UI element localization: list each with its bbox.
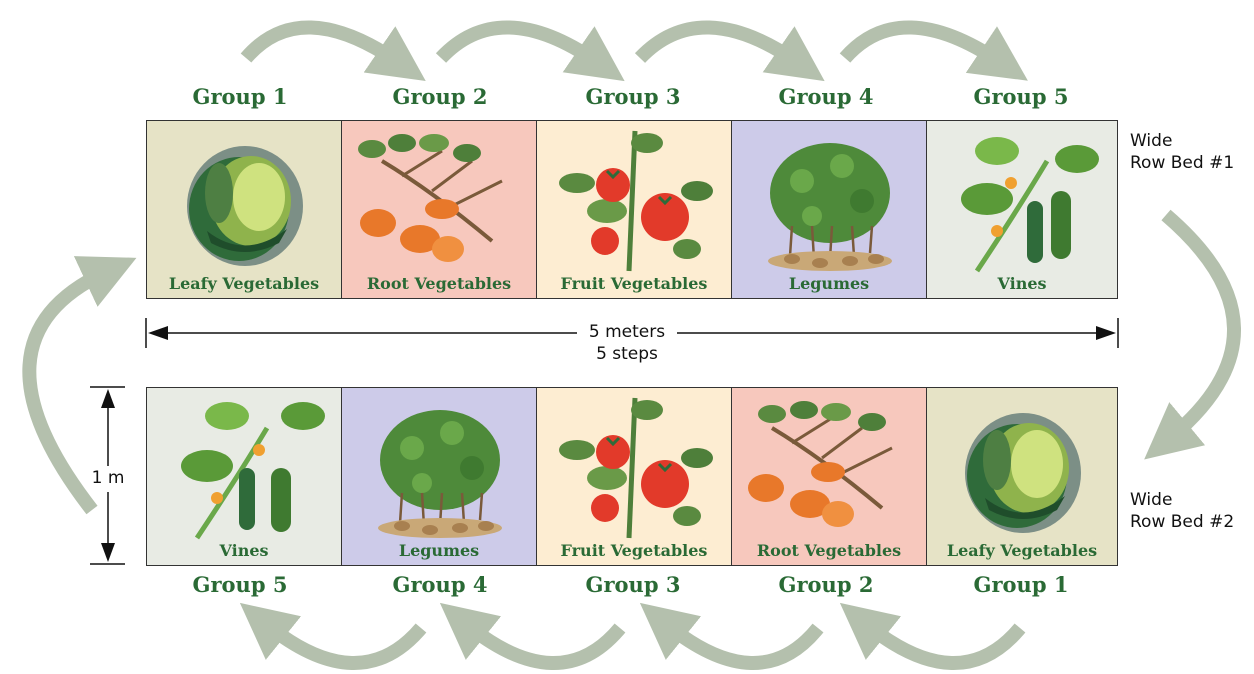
tomato-plant-icon [559, 397, 713, 539]
bed2-cell-fruit: Fruit Vegetables [536, 387, 732, 566]
bottom-rotation-arrow-3 [439, 602, 626, 670]
tomato-plant-icon [559, 130, 713, 272]
cabbage-icon [965, 413, 1081, 533]
bed1-title-line2: Row Bed #1 [1130, 153, 1235, 173]
bed2-cell-label-5: Leafy Vegetables [946, 541, 1098, 560]
bed2-title-line1: Wide [1130, 490, 1173, 510]
bed1-cell-vines: Vines [926, 120, 1118, 299]
bed1-title-line1: Wide [1130, 131, 1173, 151]
bed1-cell-label-2: Root Vegetables [366, 274, 512, 293]
bed1-cell-legumes: Legumes [731, 120, 927, 299]
length-meters-label: 5 meters [588, 322, 666, 342]
peanut-plant-icon [378, 410, 502, 538]
bed2-cell-label-4: Root Vegetables [756, 541, 902, 560]
bed1-group-label-2: Group 2 [392, 84, 488, 109]
top-rotation-arrow-1 [240, 20, 426, 81]
peanut-plant-icon [768, 143, 892, 271]
bed2-title: Wide Row Bed #2 [1130, 489, 1234, 533]
bed2-group-label-5: Group 1 [973, 572, 1069, 597]
bed1-cell-label-5: Vines [997, 274, 1047, 293]
left-bed-transfer-arrow [22, 256, 137, 515]
bed2-group-label-4: Group 2 [778, 572, 874, 597]
length-steps-label: 5 steps [596, 344, 658, 364]
bed2-cell-legumes: Legumes [341, 387, 537, 566]
bed1-group-label-4: Group 4 [778, 84, 874, 109]
bed2-group-label-1: Group 5 [192, 572, 288, 597]
cabbage-icon [187, 146, 303, 266]
bed1-group-label-3: Group 3 [585, 84, 681, 109]
bed1-cell-leafy: Leafy Vegetables [146, 120, 342, 299]
length-label: 5 meters 5 steps [577, 321, 677, 365]
bottom-rotation-arrow-2 [639, 602, 824, 670]
bed2-title-line2: Row Bed #2 [1130, 512, 1235, 532]
sweet-potato-icon [358, 134, 503, 262]
bed2-cell-leafy: Leafy Vegetables [926, 387, 1118, 566]
bed2-cell-label-1: Vines [219, 541, 269, 560]
cucumber-vine-icon [961, 137, 1099, 273]
bed2-cell-label-2: Legumes [398, 541, 480, 560]
right-bed-transfer-arrow [1144, 209, 1241, 460]
bottom-rotation-arrow-1 [839, 602, 1026, 670]
bed1-cell-label-1: Leafy Vegetables [168, 274, 320, 293]
bed1-group-label-5: Group 5 [973, 84, 1069, 109]
bed2-cell-vines: Vines [146, 387, 342, 566]
bed1-cell-label-3: Fruit Vegetables [560, 274, 708, 293]
bottom-rotation-arrow-4 [239, 602, 427, 670]
bed1-cell-label-4: Legumes [788, 274, 870, 293]
bed1-group-label-1: Group 1 [192, 84, 288, 109]
bed2-cell-label-3: Fruit Vegetables [560, 541, 708, 560]
cucumber-vine-icon [181, 402, 325, 540]
bed2-group-label-3: Group 3 [585, 572, 681, 597]
top-rotation-arrow-3 [634, 20, 825, 82]
bed2-cell-root: Root Vegetables [731, 387, 927, 566]
bed1-title: Wide Row Bed #1 [1130, 130, 1234, 174]
sweet-potato-icon [748, 401, 893, 527]
bed2-group-label-2: Group 4 [392, 572, 488, 597]
top-rotation-arrow-2 [435, 20, 625, 82]
top-rotation-arrow-4 [839, 20, 1028, 81]
width-label: 1 m [86, 468, 130, 488]
